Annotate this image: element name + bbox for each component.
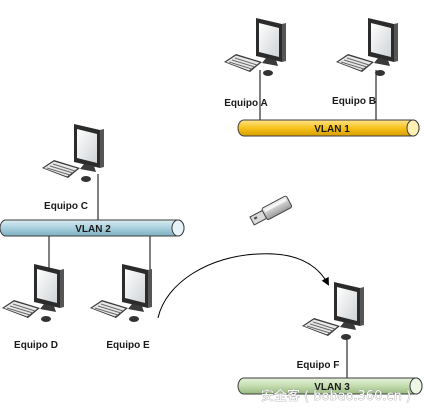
transfer-arrow [157, 253, 329, 319]
vlan-2-bus: VLAN 2 [0, 219, 185, 237]
computer-label-d: Equipo D [14, 340, 58, 351]
computer-label-b: Equipo B [332, 96, 376, 107]
computer-label-a: Equipo A [224, 98, 268, 109]
desktop-computer-icon [41, 123, 105, 183]
vlan-1-label: VLAN 1 [314, 124, 350, 135]
vlan-2-label: VLAN 2 [75, 224, 111, 235]
desktop-computer-icon [335, 17, 399, 77]
desktop-computer-icon [1, 263, 65, 323]
vlan-3-bus: VLAN 3 [237, 377, 423, 395]
computer-equipo-c[interactable]: Equipo C [41, 123, 105, 212]
vlan-3-label: VLAN 3 [314, 382, 350, 393]
computer-equipo-d[interactable]: Equipo D [1, 263, 65, 351]
computer-equipo-e[interactable]: Equipo E [89, 263, 153, 351]
computer-label-c: Equipo C [44, 201, 88, 212]
vlan-1-bus: VLAN 1 [237, 119, 420, 137]
desktop-computer-icon [301, 281, 365, 341]
computer-label-e: Equipo E [106, 340, 150, 351]
computer-equipo-b[interactable]: Equipo B [332, 17, 399, 107]
computer-equipo-f[interactable]: Equipo F [297, 281, 365, 371]
usb-drive-icon [249, 195, 293, 226]
computer-label-f: Equipo F [297, 360, 340, 371]
desktop-computer-icon [223, 17, 287, 77]
desktop-computer-icon [89, 263, 153, 323]
computer-equipo-a[interactable]: Equipo A [223, 17, 287, 109]
watermark: 安全客 ( bobao.360.cn ) [261, 388, 411, 404]
